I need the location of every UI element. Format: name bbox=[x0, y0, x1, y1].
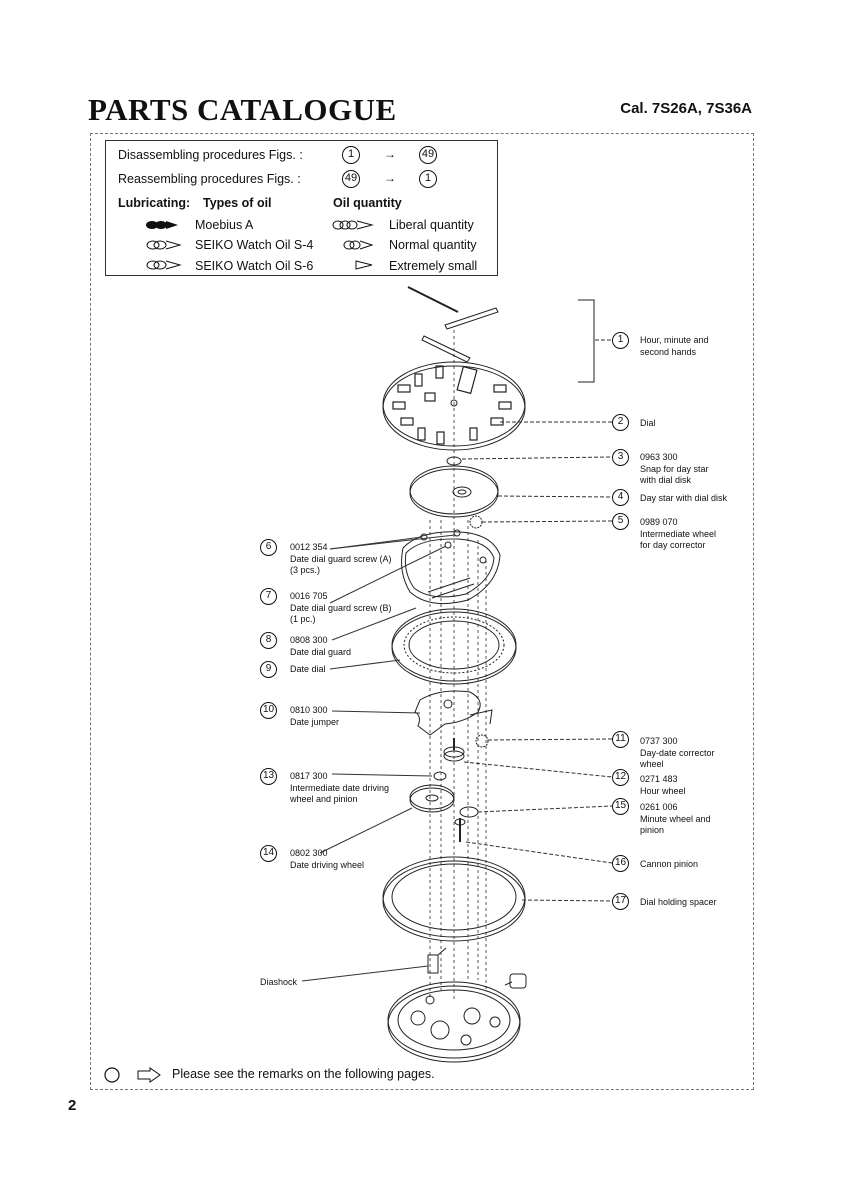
oil-type-2: SEIKO Watch Oil S-4 bbox=[195, 238, 314, 252]
callout-7-number: 7 bbox=[260, 588, 277, 605]
oil-type-3: SEIKO Watch Oil S-6 bbox=[195, 259, 314, 273]
remarks-symbol-icon bbox=[104, 1067, 161, 1083]
callout-1-text: Hour, minute and second hands bbox=[640, 335, 709, 357]
oil-quantity-3: Extremely small bbox=[389, 259, 478, 273]
remarks-footnote: Please see the remarks on the following … bbox=[172, 1067, 435, 1081]
callout-2-number: 2 bbox=[612, 414, 629, 431]
callout-17-text: Dial holding spacer bbox=[640, 897, 717, 907]
callout-1-number: 1 bbox=[612, 332, 629, 349]
callout-11-text: 0737 300 Day-date corrector wheel bbox=[640, 736, 715, 769]
callout-8-text: 0808 300 Date dial guard bbox=[290, 635, 352, 657]
oil-quantity-2: Normal quantity bbox=[389, 238, 477, 252]
caliber-label: Cal. 7S26A, 7S36A bbox=[620, 100, 752, 117]
callout-13-text: 0817 300 Intermediate date driving wheel… bbox=[290, 771, 390, 804]
callout-3-text: 0963 300 Snap for day star with dial dis… bbox=[640, 452, 709, 485]
legend-box: Disassembling procedures Figs. : 1 → 49 … bbox=[105, 140, 498, 276]
lubricating-label: Lubricating: bbox=[118, 196, 191, 210]
callout-3-number: 3 bbox=[612, 449, 629, 466]
callout-10-text: 0810 300 Date jumper bbox=[290, 705, 340, 727]
oil-type-symbols-icon bbox=[146, 221, 182, 270]
callout-8-number: 8 bbox=[260, 632, 277, 649]
disassembling-arrow: → bbox=[384, 147, 396, 161]
callout-4-number: 4 bbox=[612, 489, 629, 506]
reassembling-to-circle: 1 bbox=[419, 170, 437, 188]
diagram-frame bbox=[90, 133, 754, 1090]
callout-6-number: 6 bbox=[260, 539, 277, 556]
callout-10-number: 10 bbox=[260, 702, 277, 719]
disassembling-from-circle: 1 bbox=[342, 146, 360, 164]
oil-quantity-label: Oil quantity bbox=[333, 196, 402, 210]
oil-type-1: Moebius A bbox=[195, 218, 254, 232]
callout-15-text: 0261 006 Minute wheel and pinion bbox=[640, 802, 711, 835]
callout-15-number: 15 bbox=[612, 798, 629, 815]
callout-2-text: Dial bbox=[640, 418, 656, 428]
reassembling-label: Reassembling procedures Figs. : bbox=[118, 172, 301, 186]
callout-13-number: 13 bbox=[260, 768, 277, 785]
oil-quantity-1: Liberal quantity bbox=[389, 218, 474, 232]
callout-7-text: 0016 705 Date dial guard screw (B) (1 pc… bbox=[290, 591, 392, 624]
callout-9-text: Date dial bbox=[290, 664, 326, 674]
callout-5-number: 5 bbox=[612, 513, 629, 530]
callout-6-text: 0012 354 Date dial guard screw (A) (3 pc… bbox=[290, 542, 392, 575]
disassembling-to-circle: 49 bbox=[419, 146, 437, 164]
callout-16-number: 16 bbox=[612, 855, 629, 872]
callout-16-text: Cannon pinion bbox=[640, 859, 699, 869]
callout-14-text: 0802 300 Date driving wheel bbox=[290, 848, 365, 870]
callout-17-number: 17 bbox=[612, 893, 629, 910]
page-title: PARTS CATALOGUE bbox=[88, 92, 397, 127]
types-of-oil-label: Types of oil bbox=[203, 196, 272, 210]
callout-12-number: 12 bbox=[612, 769, 629, 786]
callout-12-text: 0271 483 Hour wheel bbox=[640, 774, 686, 796]
disassembling-label: Disassembling procedures Figs. : bbox=[118, 148, 303, 162]
callout-5-text: 0989 070 Intermediate wheel for day corr… bbox=[640, 517, 717, 550]
reassembling-from-circle: 49 bbox=[342, 170, 360, 188]
page-number: 2 bbox=[68, 1097, 77, 1114]
callout-9-number: 9 bbox=[260, 661, 277, 678]
reassembling-arrow: → bbox=[384, 171, 396, 185]
callout-4-text: Day star with dial disk bbox=[640, 493, 728, 503]
diashock-label: Diashock bbox=[260, 977, 298, 987]
oil-quantity-symbols-icon bbox=[332, 220, 374, 270]
callout-14-number: 14 bbox=[260, 845, 277, 862]
callout-11-number: 11 bbox=[612, 731, 629, 748]
